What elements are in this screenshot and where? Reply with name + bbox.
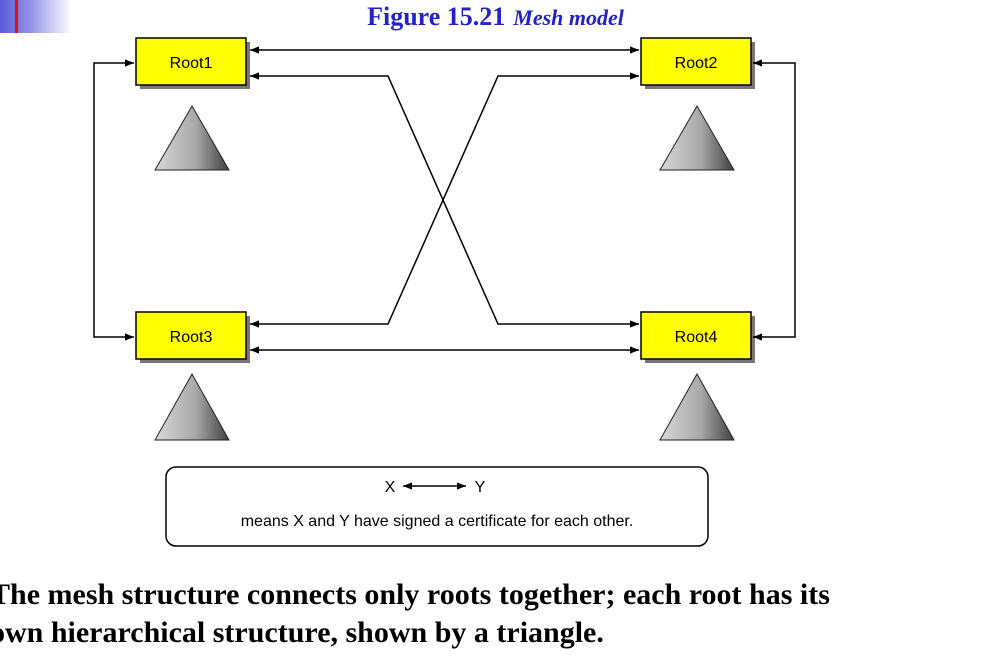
figure-title: Figure 15.21 Mesh model (0, 2, 991, 32)
mesh-diagram: Root1 Root2 Root3 Root4 X Y means X and … (93, 37, 796, 547)
root3-label: Root3 (170, 329, 213, 346)
legend: X Y means X and Y have signed a certific… (165, 466, 709, 547)
legend-x-label: X (385, 479, 396, 496)
slide-decoration (0, 0, 72, 33)
root4-hierarchy-triangle (659, 372, 735, 441)
figure-number: Figure 15.21 (367, 2, 506, 31)
caption-line-1: The mesh structure connects only roots t… (0, 578, 830, 611)
legend-box (165, 466, 709, 547)
slide-caption: The mesh structure connects only roots t… (0, 576, 991, 652)
root2-hierarchy-triangle (659, 105, 735, 171)
root4-label: Root4 (675, 329, 718, 346)
root3-node: Root3 (135, 311, 250, 363)
root2-label: Root2 (675, 55, 718, 72)
link-root1-root4 (250, 72, 639, 328)
root1-hierarchy-triangle (154, 105, 230, 171)
root3-hierarchy-triangle (154, 372, 230, 441)
link-root2-root4 (753, 59, 796, 341)
link-root1-root3 (93, 59, 134, 341)
root1-node: Root1 (135, 37, 250, 89)
root4-node: Root4 (640, 311, 755, 363)
caption-line-2: own hierarchical structure, shown by a t… (0, 616, 604, 649)
root1-label: Root1 (170, 55, 213, 72)
legend-y-label: Y (475, 479, 486, 496)
figure-name: Mesh model (513, 5, 624, 30)
link-root2-root3 (250, 72, 639, 328)
root2-node: Root2 (640, 37, 755, 89)
legend-description: means X and Y have signed a certificate … (241, 513, 634, 530)
slide-decoration-bar (15, 0, 18, 33)
